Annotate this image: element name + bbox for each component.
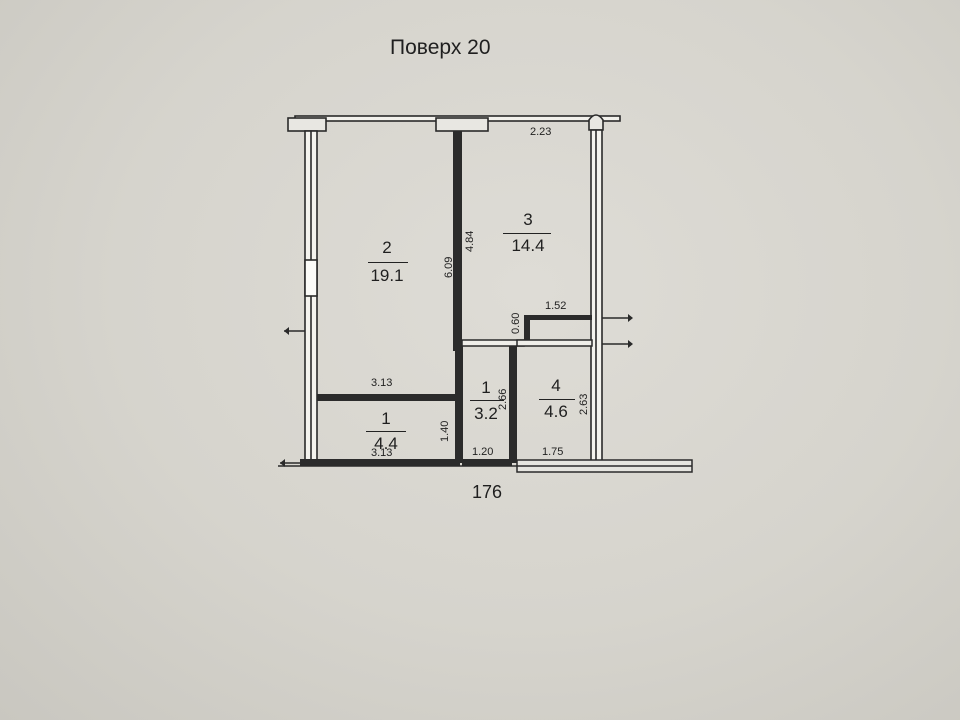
left-window — [304, 259, 318, 297]
top-left-column — [287, 117, 327, 132]
partition-hall-bath — [455, 345, 463, 463]
top-right-column — [588, 114, 604, 131]
dim-room3-height: 4.84 — [464, 230, 476, 252]
dim-bottom-left: 3.13 — [371, 447, 393, 459]
top-mid-column — [435, 117, 489, 132]
room-1-hall-fraction-line — [366, 431, 406, 432]
room-1-bath-fraction-line — [470, 400, 504, 401]
room-4-area: 4.6 — [544, 402, 568, 421]
storage-top-wall — [516, 339, 593, 347]
room-3-area: 14.4 — [511, 236, 545, 255]
page-title: Поверх 20 — [390, 36, 491, 59]
partition-room2-room3 — [453, 131, 462, 351]
vent-arrow-upper-icon — [628, 314, 633, 322]
bottom-wall-mid — [462, 459, 512, 466]
partition-wc-top — [524, 315, 592, 320]
bottom-wall-left — [300, 459, 460, 466]
room-2-number: 2 — [382, 238, 392, 257]
dim-top-right: 2.23 — [530, 126, 552, 138]
room-4-fraction-line — [539, 399, 575, 400]
bottom-left-arrow-icon — [280, 459, 285, 467]
vent-arrow-lower-icon — [628, 340, 633, 348]
dim-bath-height: 2.66 — [497, 388, 509, 410]
partition-room2-hall — [317, 394, 455, 401]
room-1-bath-area: 3.2 — [474, 404, 498, 423]
room-2-fraction-line — [368, 262, 408, 263]
room3-bottom-wall — [461, 339, 525, 347]
room-1-bath-number: 1 — [481, 378, 491, 397]
room-3-number: 3 — [523, 210, 533, 229]
dim-wc-top-height: 0.60 — [510, 312, 522, 334]
dim-hall-height: 1.40 — [439, 420, 451, 442]
dim-storage-height: 2.63 — [578, 393, 590, 415]
dim-room2-height: 6.09 — [443, 256, 455, 278]
left-arrow-icon — [284, 327, 289, 335]
room-1-hall-area: 4.4 — [374, 434, 398, 453]
room-1-hall-number: 1 — [381, 409, 391, 428]
partition-wc-left — [524, 315, 530, 345]
room-2-area: 19.1 — [370, 266, 404, 285]
partition-bath-storage — [509, 345, 517, 463]
dim-bottom-mid: 1.20 — [472, 446, 494, 458]
room-3-fraction-line — [503, 233, 551, 234]
dim-room2-width: 3.13 — [371, 377, 393, 389]
room-4-number: 4 — [551, 376, 561, 395]
dim-bottom-right: 1.75 — [542, 446, 564, 458]
plan-number: 176 — [472, 482, 503, 502]
dim-wc-top-width: 1.52 — [545, 300, 567, 312]
